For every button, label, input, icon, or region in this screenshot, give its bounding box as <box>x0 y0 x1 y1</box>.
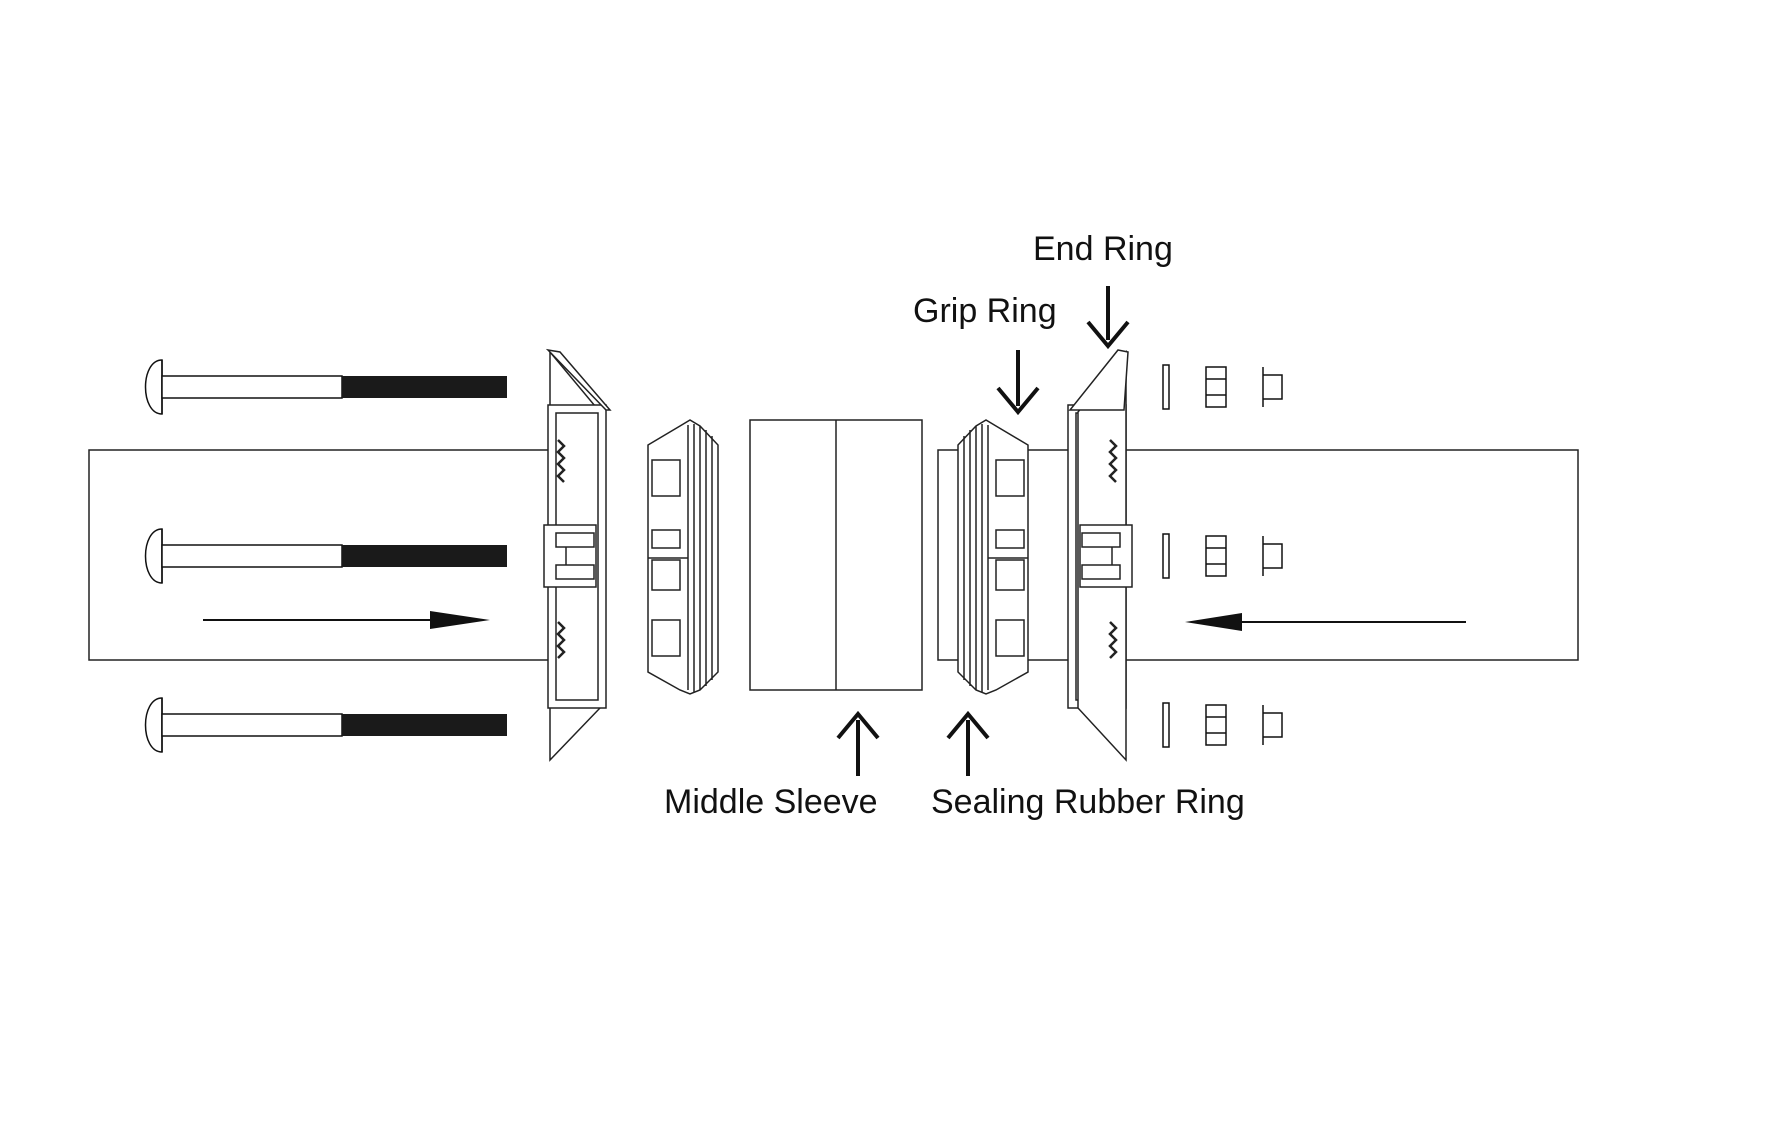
grip-ring-label: Grip Ring <box>913 292 1057 330</box>
middle-sleeve <box>749 419 923 691</box>
sealing-rubber-ring-label: Sealing Rubber Ring <box>931 783 1245 821</box>
bolt-bottom <box>144 697 507 753</box>
bolts-group <box>144 359 507 753</box>
middle-sleeve-arrow <box>836 710 880 776</box>
nut-set-middle <box>1162 533 1283 579</box>
right-pipe <box>937 449 1579 661</box>
nut-set-bottom <box>1162 702 1283 748</box>
left-direction-arrow <box>1185 613 1466 631</box>
end-ring-label: End Ring <box>1033 230 1173 268</box>
middle-sleeve-label: Middle Sleeve <box>664 783 878 821</box>
bolt-middle <box>144 528 507 584</box>
end-ring-arrow <box>1086 286 1130 350</box>
grip-ring-arrow <box>996 350 1040 416</box>
sealing-ring-arrow <box>946 710 990 776</box>
bolt-top <box>144 359 507 415</box>
right-grip-ring <box>957 419 1029 695</box>
left-grip-ring <box>647 419 719 695</box>
right-end-ring <box>1067 349 1133 762</box>
left-end-ring <box>543 348 612 762</box>
nuts-washers-group <box>1162 364 1283 748</box>
right-direction-arrow <box>203 611 490 629</box>
nut-set-top <box>1162 364 1283 410</box>
